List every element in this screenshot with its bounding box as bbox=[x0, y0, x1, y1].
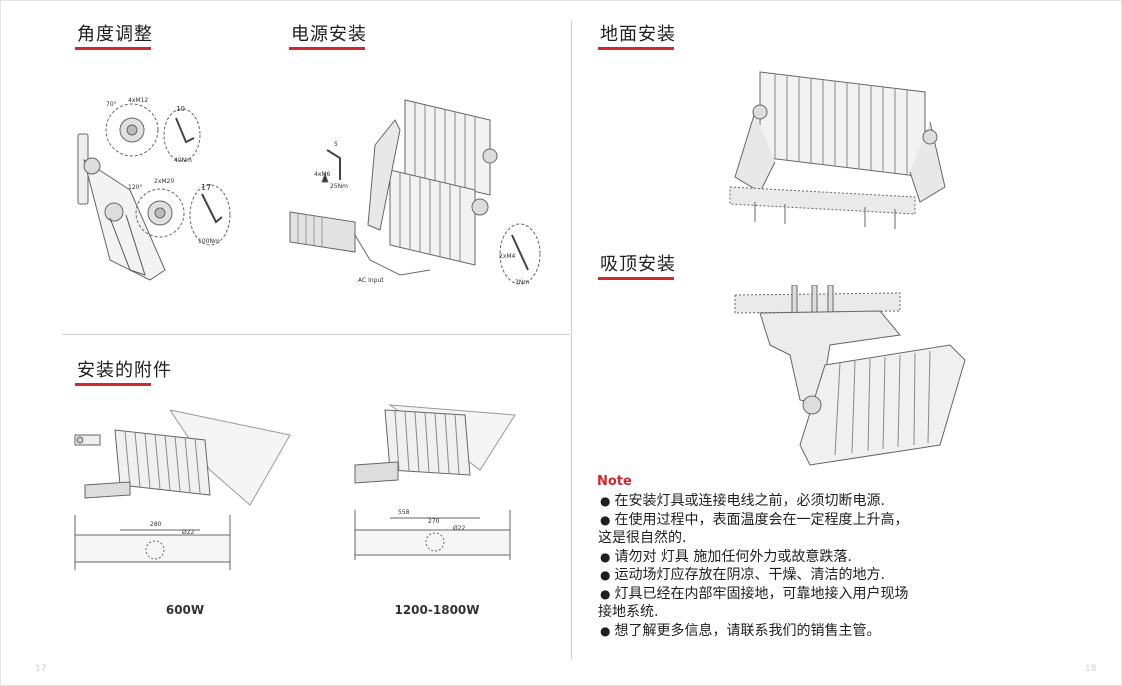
page-number-left: 17 bbox=[35, 664, 47, 674]
title-ground-install: 地面安装 bbox=[600, 24, 676, 45]
note-item: ●在使用过程中，表面温度会在一定程度上升高， bbox=[600, 511, 909, 528]
label-m20-torque: 100Nm bbox=[198, 238, 220, 245]
title-power-install: 电源安装 bbox=[291, 24, 367, 45]
title-angle-underline bbox=[75, 47, 151, 50]
note-item-continued: 这是很自然的. bbox=[598, 530, 687, 546]
bullet-icon: ● bbox=[600, 549, 611, 564]
label-m6: 4xM6 bbox=[314, 171, 331, 178]
note-item: ●灯具已经在内部牢固接地，可靠地接入用户现场 bbox=[600, 585, 909, 602]
label-m4: 2xM4 bbox=[499, 253, 516, 260]
label-acc-right-dim3: Ø22 bbox=[453, 525, 466, 532]
title-ground-underline bbox=[598, 47, 674, 50]
note-item: ●请勿对 灯具 施加任何外力或故意跌落. bbox=[600, 548, 852, 565]
label-acc-right-dim2: 270 bbox=[428, 518, 440, 525]
label-angle-120: 120° bbox=[128, 184, 142, 191]
center-divider bbox=[571, 20, 572, 660]
bullet-icon: ● bbox=[600, 568, 611, 582]
angle-adjust-figure: 70° 4xM12 10 40Nm 120° 2xM20 17 100Nm bbox=[70, 90, 240, 290]
label-acc-left-dim2: Ø22 bbox=[182, 529, 195, 536]
ceiling-install-figure bbox=[730, 285, 970, 470]
label-acc-right-dim1: 558 bbox=[398, 509, 410, 516]
caption-1200-1800w: 1200-1800W bbox=[394, 603, 480, 617]
note-title: Note bbox=[597, 474, 632, 489]
title-power-underline bbox=[289, 47, 365, 50]
page-number-right: 18 bbox=[1085, 664, 1097, 674]
bullet-icon: ● bbox=[600, 512, 611, 527]
title-ceiling-underline bbox=[598, 277, 674, 280]
caption-600w: 600W bbox=[165, 603, 205, 617]
ground-install-figure bbox=[725, 62, 950, 232]
note-item: ●运动场灯应存放在阴凉、干燥、清洁的地方. bbox=[600, 567, 885, 583]
label-m20: 2xM20 bbox=[154, 178, 174, 185]
title-accessories-underline bbox=[75, 383, 151, 386]
label-m6-size: 5 bbox=[334, 141, 338, 148]
label-m20-size: 17 bbox=[201, 183, 211, 192]
label-m12-torque: 40Nm bbox=[174, 157, 192, 164]
left-divider bbox=[62, 334, 570, 335]
label-ac-input: AC Input bbox=[358, 277, 384, 284]
label-m6-torque: 25Nm bbox=[330, 183, 348, 190]
accessory-600w-figure: 280 Ø22 bbox=[70, 410, 295, 575]
label-m12-size: 10 bbox=[176, 105, 185, 113]
bullet-icon: ● bbox=[600, 623, 611, 638]
bullet-icon: ● bbox=[600, 494, 611, 508]
note-item-continued: 接地系统. bbox=[598, 604, 659, 620]
label-acc-left-dim1: 280 bbox=[150, 521, 162, 528]
accessory-1200w-figure: 558 270 Ø22 bbox=[350, 400, 520, 570]
title-accessories: 安装的附件 bbox=[77, 360, 172, 381]
note-item: ●在安装灯具或连接电线之前，必须切断电源. bbox=[600, 493, 885, 509]
title-ceiling-install: 吸顶安装 bbox=[600, 254, 676, 275]
note-list: ●在安装灯具或连接电线之前，必须切断电源. ●在使用过程中，表面温度会在一定程度… bbox=[598, 492, 998, 640]
title-angle-adjust: 角度调整 bbox=[77, 24, 153, 45]
label-m12: 4xM12 bbox=[128, 97, 148, 104]
label-angle-70: 70° bbox=[106, 101, 117, 108]
label-m4-torque: 3Nm bbox=[515, 279, 529, 286]
bullet-icon: ● bbox=[600, 586, 611, 601]
note-item: ●想了解更多信息，请联系我们的销售主管。 bbox=[600, 622, 881, 639]
power-install-figure: 5 4xM6 25Nm 2xM4 3Nm AC Input bbox=[280, 80, 550, 300]
